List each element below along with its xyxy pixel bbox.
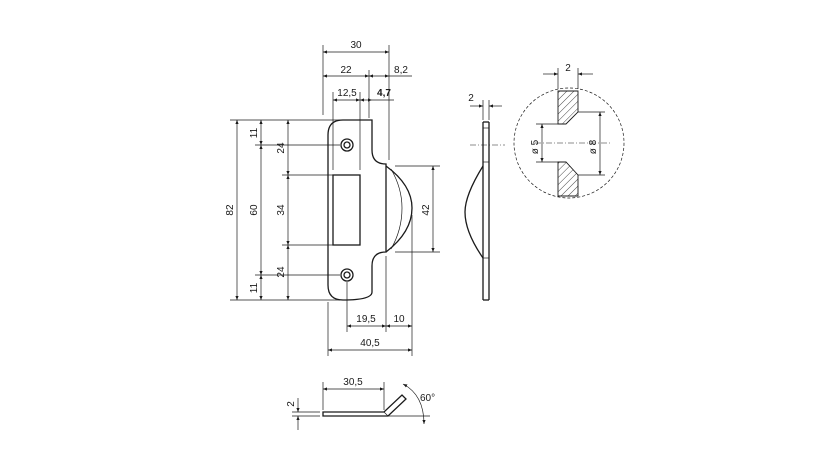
side-view: 2 bbox=[464, 93, 505, 301]
detail-section-bottom bbox=[557, 161, 579, 197]
side-tongue-curve bbox=[464, 165, 484, 259]
dim-width-total: 30 bbox=[350, 40, 362, 51]
dim-width-upper: 22 bbox=[340, 65, 352, 76]
screw-hole-top-inner bbox=[343, 141, 351, 149]
dim-bottom-width-a: 19,5 bbox=[356, 314, 376, 325]
strike-tongue-outline bbox=[385, 165, 413, 253]
tongue-inner-edge bbox=[390, 168, 403, 250]
dim-slot-height: 34 bbox=[276, 204, 287, 216]
dim-hole-small: ø 5 bbox=[530, 139, 541, 154]
latch-slot bbox=[332, 174, 361, 246]
dim-bottom-length: 30,5 bbox=[343, 377, 363, 388]
dim-offset: 8,2 bbox=[394, 65, 408, 76]
dim-detail-thickness: 2 bbox=[565, 63, 571, 74]
dim-height-total: 82 bbox=[225, 204, 236, 216]
dim-bottom-margin: 11 bbox=[249, 282, 260, 293]
dim-overall-width: 40,5 bbox=[360, 338, 380, 349]
dim-bottom-width-b: 10 bbox=[393, 314, 405, 325]
dim-angle: 60° bbox=[420, 393, 435, 404]
dim-hole-to-slot-bottom: 24 bbox=[276, 266, 287, 278]
screw-hole-top-outer bbox=[340, 138, 354, 152]
dim-lip: 4,7 bbox=[377, 88, 391, 99]
detail-view: 2 ø 5 ø 8 bbox=[513, 63, 625, 199]
bottom-view: 30,5 2 60° bbox=[286, 377, 435, 430]
screw-hole-bottom-outer bbox=[340, 268, 354, 282]
strike-plate-outline bbox=[327, 119, 387, 301]
dim-hole-to-slot-top: 24 bbox=[276, 142, 287, 154]
front-view: 30 22 8,2 12,5 4,7 82 60 11 11 24 bbox=[225, 40, 440, 356]
detail-boundary bbox=[513, 87, 625, 199]
dim-side-thickness: 2 bbox=[468, 93, 474, 104]
dim-hole-offset: 12,5 bbox=[337, 88, 357, 99]
dim-bottom-thickness: 2 bbox=[286, 401, 297, 407]
dim-height-holes: 60 bbox=[249, 204, 260, 216]
dim-tongue-height: 42 bbox=[421, 204, 432, 216]
dim-top-margin: 11 bbox=[249, 127, 260, 138]
dim-hole-large: ø 8 bbox=[588, 139, 599, 154]
screw-hole-bottom-inner bbox=[343, 271, 351, 279]
bottom-profile bbox=[322, 394, 407, 417]
detail-section-top bbox=[557, 90, 579, 125]
